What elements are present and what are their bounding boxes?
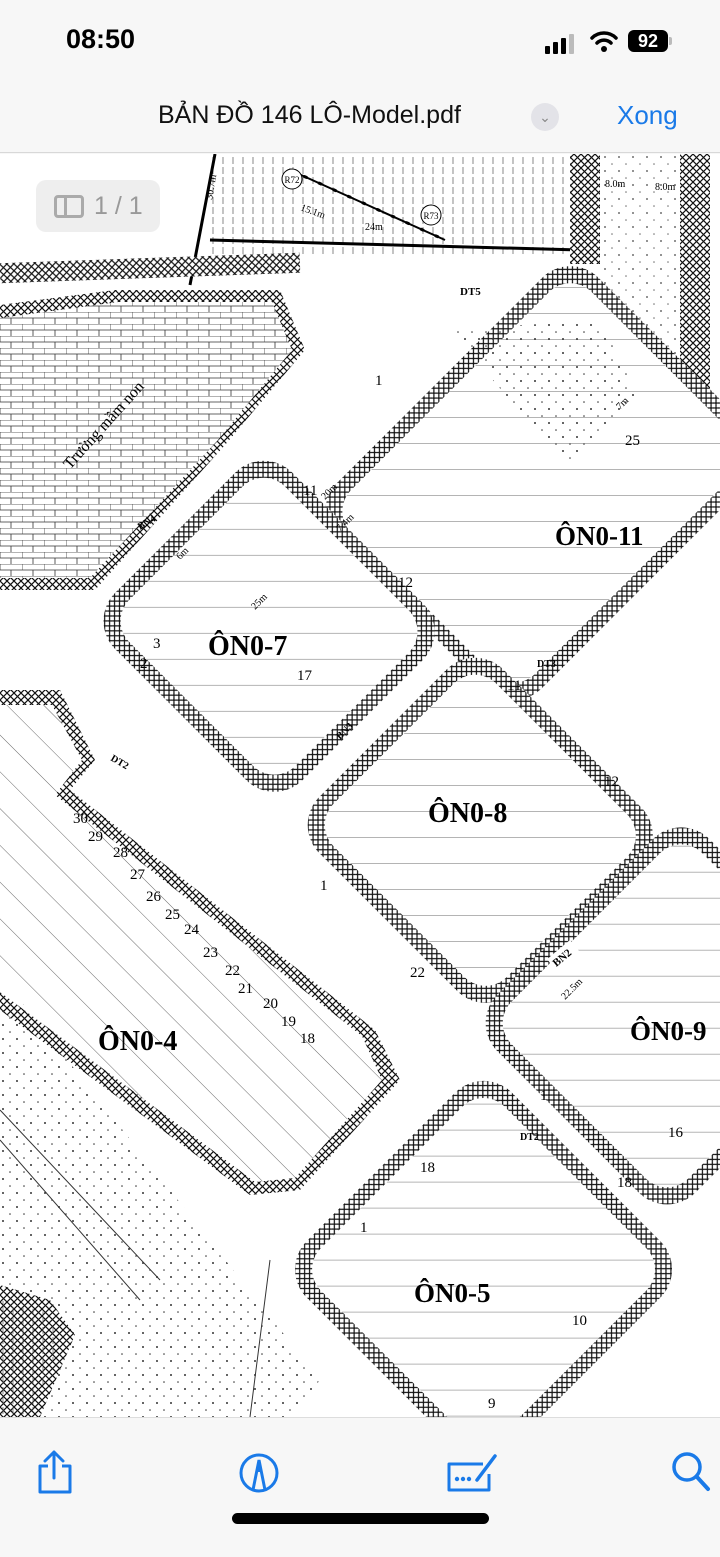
lot-number: 12 (398, 575, 413, 591)
lot-number: 16 (668, 1125, 684, 1141)
lot-number: 2 (140, 656, 148, 672)
wifi-icon (590, 31, 618, 52)
form-fill-icon[interactable] (445, 1448, 505, 1498)
lot-number: 24 (184, 922, 200, 938)
battery-icon: 92 (628, 30, 668, 52)
block-on0-8 (307, 657, 653, 1003)
block-label: ÔN0-8 (428, 798, 507, 829)
page-indicator: 1 / 1 (36, 180, 160, 232)
lot-number: 22 (225, 963, 240, 979)
lot-number: 18 (617, 1175, 632, 1191)
lot-number: 18 (420, 1160, 435, 1176)
chevron-down-icon[interactable]: ⌄ (531, 103, 559, 131)
block-on0-5 (295, 1080, 673, 1417)
lot-number: 1 (360, 1220, 368, 1236)
road-label-dt2b: DT2 (520, 1132, 539, 1143)
lot-number: 3 (153, 636, 161, 652)
dim-label: 24m (365, 222, 383, 233)
lot-number: 1 (540, 1088, 548, 1104)
lot-number: 1 (375, 373, 383, 389)
pdf-page-map[interactable]: R72 R73 8.0m 8.0m DT5 Trường mầm non ÔN0… (0, 154, 720, 1417)
battery-tip (669, 37, 672, 45)
document-title[interactable]: BẢN ĐỒ 146 LÔ-Model.pdf (158, 101, 461, 129)
lot-number: 29 (88, 829, 103, 845)
lot-number: 26 (146, 889, 162, 905)
block-label: ÔN0-11 (555, 521, 644, 551)
lot-number: 20 (263, 996, 278, 1012)
road-label-dt2: DT2 (109, 753, 131, 772)
lot-number: 10 (572, 1313, 587, 1329)
lot-number: 30 (73, 811, 88, 827)
cellular-signal-icon (545, 34, 574, 54)
road-label-dt3: DT3 (537, 659, 556, 670)
lot-number: 11 (303, 483, 317, 499)
top-parcel-area (210, 154, 580, 254)
block-label: ÔN0-7 (208, 631, 287, 662)
sidebar-icon (54, 195, 84, 218)
block-on0-9 (485, 827, 720, 1205)
site-plan-drawing: R72 R73 8.0m 8.0m DT5 Trường mầm non ÔN0… (0, 154, 720, 1417)
lot-number: 19 (281, 1014, 296, 1030)
lot-number: 9 (488, 1396, 496, 1412)
dim-label: 8.0m (605, 179, 626, 190)
done-button[interactable]: Xong (617, 100, 678, 130)
school-area (0, 302, 292, 578)
dim-label: 30.7m (204, 173, 219, 200)
lot-number: 27 (130, 867, 146, 883)
lot-number: 28 (113, 845, 128, 861)
marker-r72: R72 (284, 175, 299, 185)
page-count: 1 / 1 (94, 192, 143, 220)
marker-r73: R73 (423, 211, 439, 221)
lot-number: 25 (625, 433, 640, 449)
lot-number: 23 (203, 945, 218, 961)
share-icon[interactable] (30, 1448, 80, 1498)
lot-number: 21 (238, 981, 253, 997)
markup-pen-icon[interactable] (234, 1448, 284, 1498)
block-on0-11 (325, 266, 720, 700)
block-label: ÔN0-5 (414, 1278, 491, 1308)
lot-number: 12 (604, 774, 619, 790)
search-icon[interactable] (668, 1448, 718, 1498)
clock: 08:50 (66, 24, 136, 54)
lot-number: 11 (507, 678, 521, 694)
home-indicator[interactable] (232, 1513, 489, 1524)
dim-label: 8.0m (655, 182, 676, 193)
block-label: ÔN0-9 (630, 1016, 707, 1046)
road-label-dt5: DT5 (460, 286, 481, 298)
block-label: ÔN0-4 (98, 1026, 177, 1057)
block-on0-7 (103, 460, 435, 792)
lot-number: 25 (165, 907, 180, 923)
lot-number: 18 (300, 1031, 315, 1047)
lot-number: 1 (320, 878, 328, 894)
lot-number: 22 (410, 965, 425, 981)
status-bar: 08:50 92 (0, 0, 720, 80)
lot-number: 17 (297, 668, 313, 684)
nav-bar: BẢN ĐỒ 146 LÔ-Model.pdf ⌄ Xong (0, 80, 720, 153)
bottom-toolbar (0, 1417, 720, 1557)
lot-numbers-on0-4: 30 29 28 27 26 25 24 23 22 21 20 19 18 (73, 811, 315, 1047)
block-on0-4 (0, 690, 400, 1195)
